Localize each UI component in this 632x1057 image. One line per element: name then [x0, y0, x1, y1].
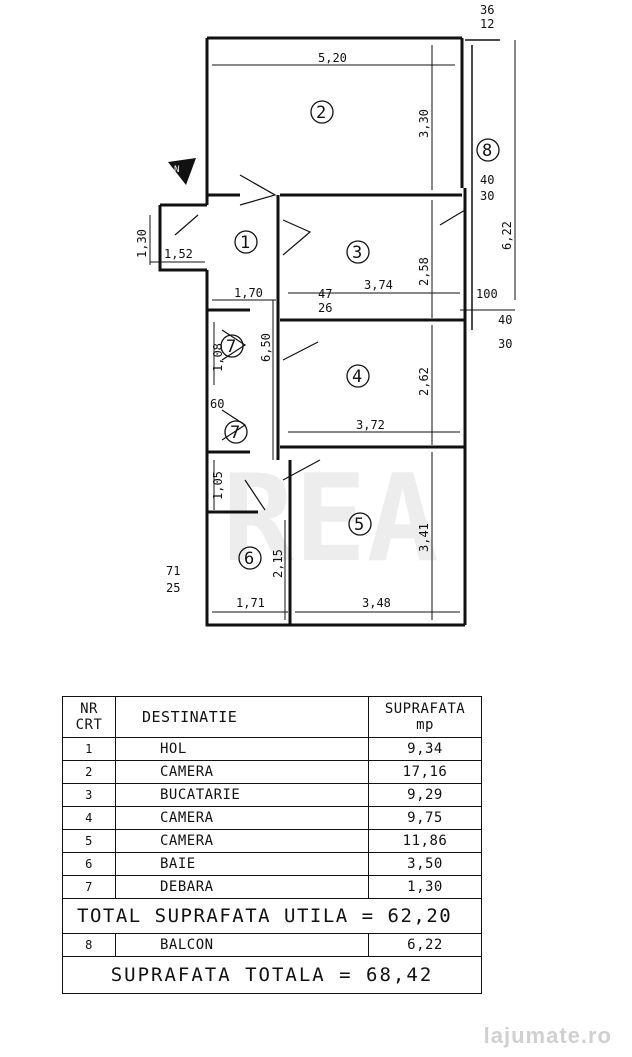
total-util-row: TOTAL SUPRAFATA UTILA = 62,20 — [62, 898, 482, 934]
dim-label: 6,22 — [500, 221, 514, 250]
dim-label: 1,71 — [236, 596, 265, 610]
room-1-label: 1 — [240, 233, 250, 253]
dim-label: 100 — [476, 287, 498, 301]
total-row: SUPRAFATA TOTALA = 68,42 — [62, 956, 482, 994]
walls — [158, 36, 500, 627]
dim-label: 2,15 — [271, 549, 285, 578]
dim-label: 5,20 — [318, 51, 347, 65]
room-markers — [220, 100, 500, 570]
dim-label: 3,72 — [356, 418, 385, 432]
dim-label: 25 — [166, 581, 180, 595]
site-watermark: lajumate.ro — [483, 1023, 612, 1048]
dim-label: 1,70 — [234, 286, 263, 300]
dim-label: 40 — [498, 313, 512, 327]
dim-label: 1,52 — [164, 247, 193, 261]
dim-label: 1,08 — [211, 343, 225, 372]
dim-label: 1,05 — [211, 471, 225, 500]
dim-label: 6,50 — [259, 333, 273, 362]
dim-label: 3,30 — [417, 109, 431, 138]
dim-label: 2,62 — [417, 367, 431, 396]
dim-label: 3,41 — [417, 523, 431, 552]
room-4-label: 4 — [352, 367, 362, 387]
room-5-label: 5 — [354, 515, 364, 535]
room-7a-label: 7 — [226, 337, 236, 357]
dim-label: 47 — [318, 287, 332, 301]
dim-label: 26 — [318, 301, 332, 315]
dim-label: 71 — [166, 564, 180, 578]
room-6-label: 6 — [244, 549, 254, 569]
dim-label: 60 — [210, 397, 224, 411]
room-2-label: 2 — [316, 103, 326, 123]
floor-plan: REA — [135, 3, 516, 627]
dim-label: 30 — [498, 337, 512, 351]
dim-label: 3,48 — [362, 596, 391, 610]
header-destinatie: DESTINATIE — [115, 696, 369, 738]
north-arrow-icon — [168, 158, 196, 185]
dim-label: 12 — [480, 17, 494, 31]
dim-label: 30 — [480, 189, 494, 203]
room-8-label: 8 — [482, 141, 492, 161]
dim-label: 36 — [480, 3, 494, 17]
dim-label: 1,30 — [135, 229, 149, 258]
dim-label: 3,74 — [364, 278, 393, 292]
dim-label: 2,58 — [417, 257, 431, 286]
room-3-label: 3 — [352, 243, 362, 263]
room-7b-label: 7 — [230, 423, 240, 443]
dimension-lines — [149, 40, 516, 620]
north-label: N — [174, 165, 179, 175]
dim-label: 40 — [480, 173, 494, 187]
